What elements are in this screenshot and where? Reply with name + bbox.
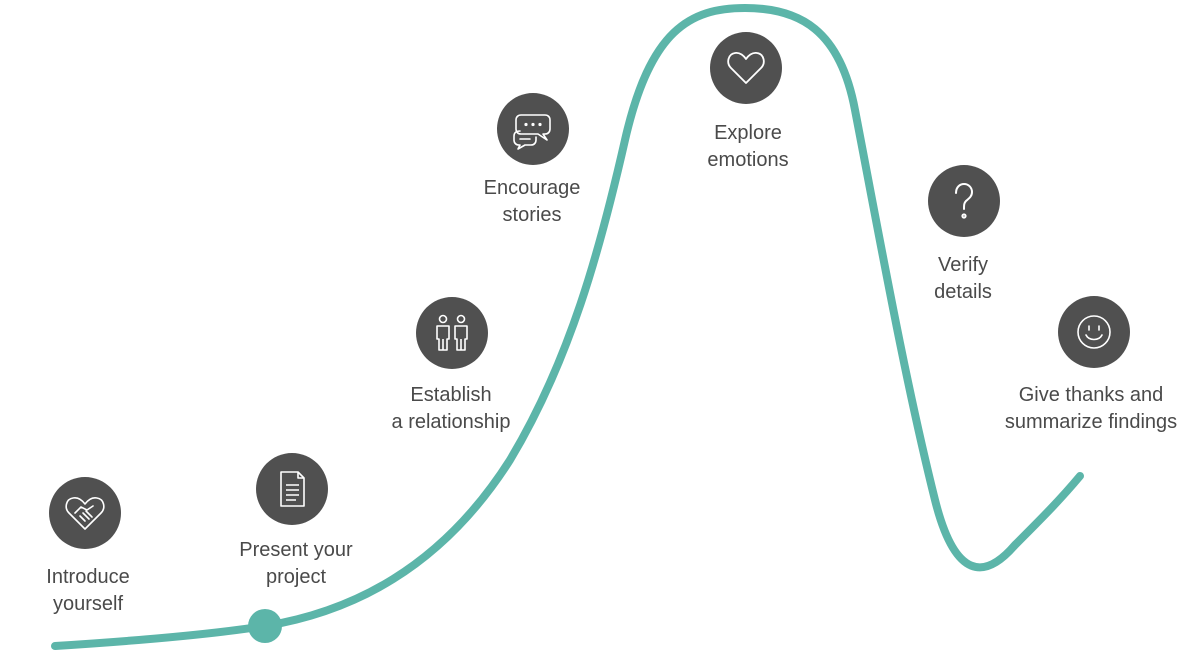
step-label-present: Present your project <box>239 539 353 588</box>
step-label-encourage: Encourage stories <box>483 177 581 226</box>
smiley-icon <box>1058 296 1130 368</box>
heart-icon <box>710 32 782 104</box>
handshake-heart-icon <box>49 477 121 549</box>
current-position-marker <box>248 609 282 643</box>
step-label-explore: Explore emotions <box>707 122 789 171</box>
document-icon <box>256 453 328 525</box>
step-label-introduce: Introduce yourself <box>46 566 130 615</box>
step-label-give-thanks: Give thanks and summarize findings <box>1004 384 1178 433</box>
step-label-establish: Establish a relationship <box>391 384 511 433</box>
question-mark-icon <box>928 165 1000 237</box>
curve-line <box>51 3 1084 650</box>
two-people-icon <box>416 297 488 369</box>
speech-bubbles-icon <box>497 93 569 165</box>
step-label-verify: Verify details <box>934 254 992 303</box>
